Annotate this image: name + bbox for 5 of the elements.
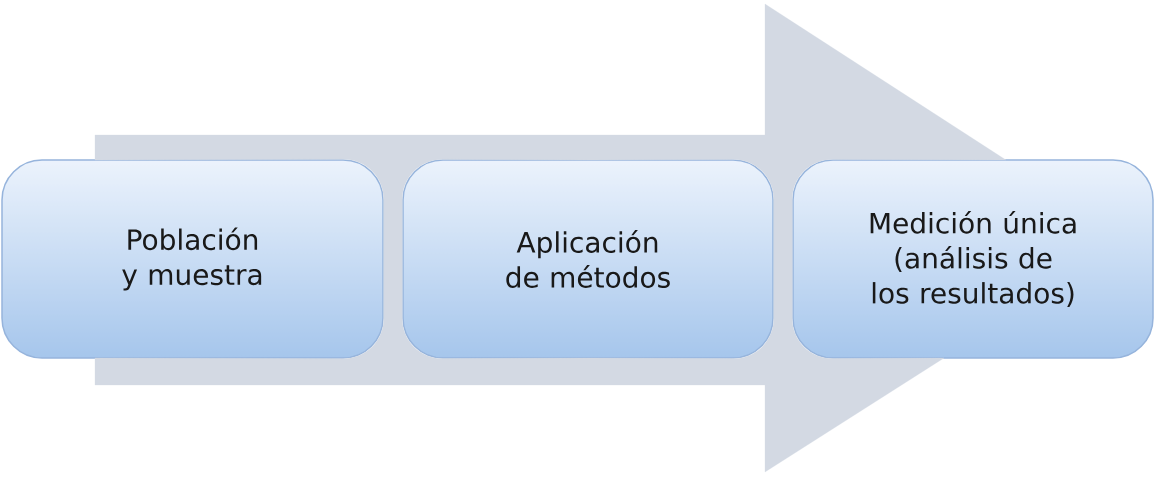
block-arrow xyxy=(94,134,589,386)
process-box: Aplicación de métodos xyxy=(402,159,774,359)
process-box: Medición única (análisis de los resultados) xyxy=(792,159,1154,359)
process-box: Población y muestra xyxy=(1,159,384,359)
block-arrow xyxy=(587,3,1007,473)
